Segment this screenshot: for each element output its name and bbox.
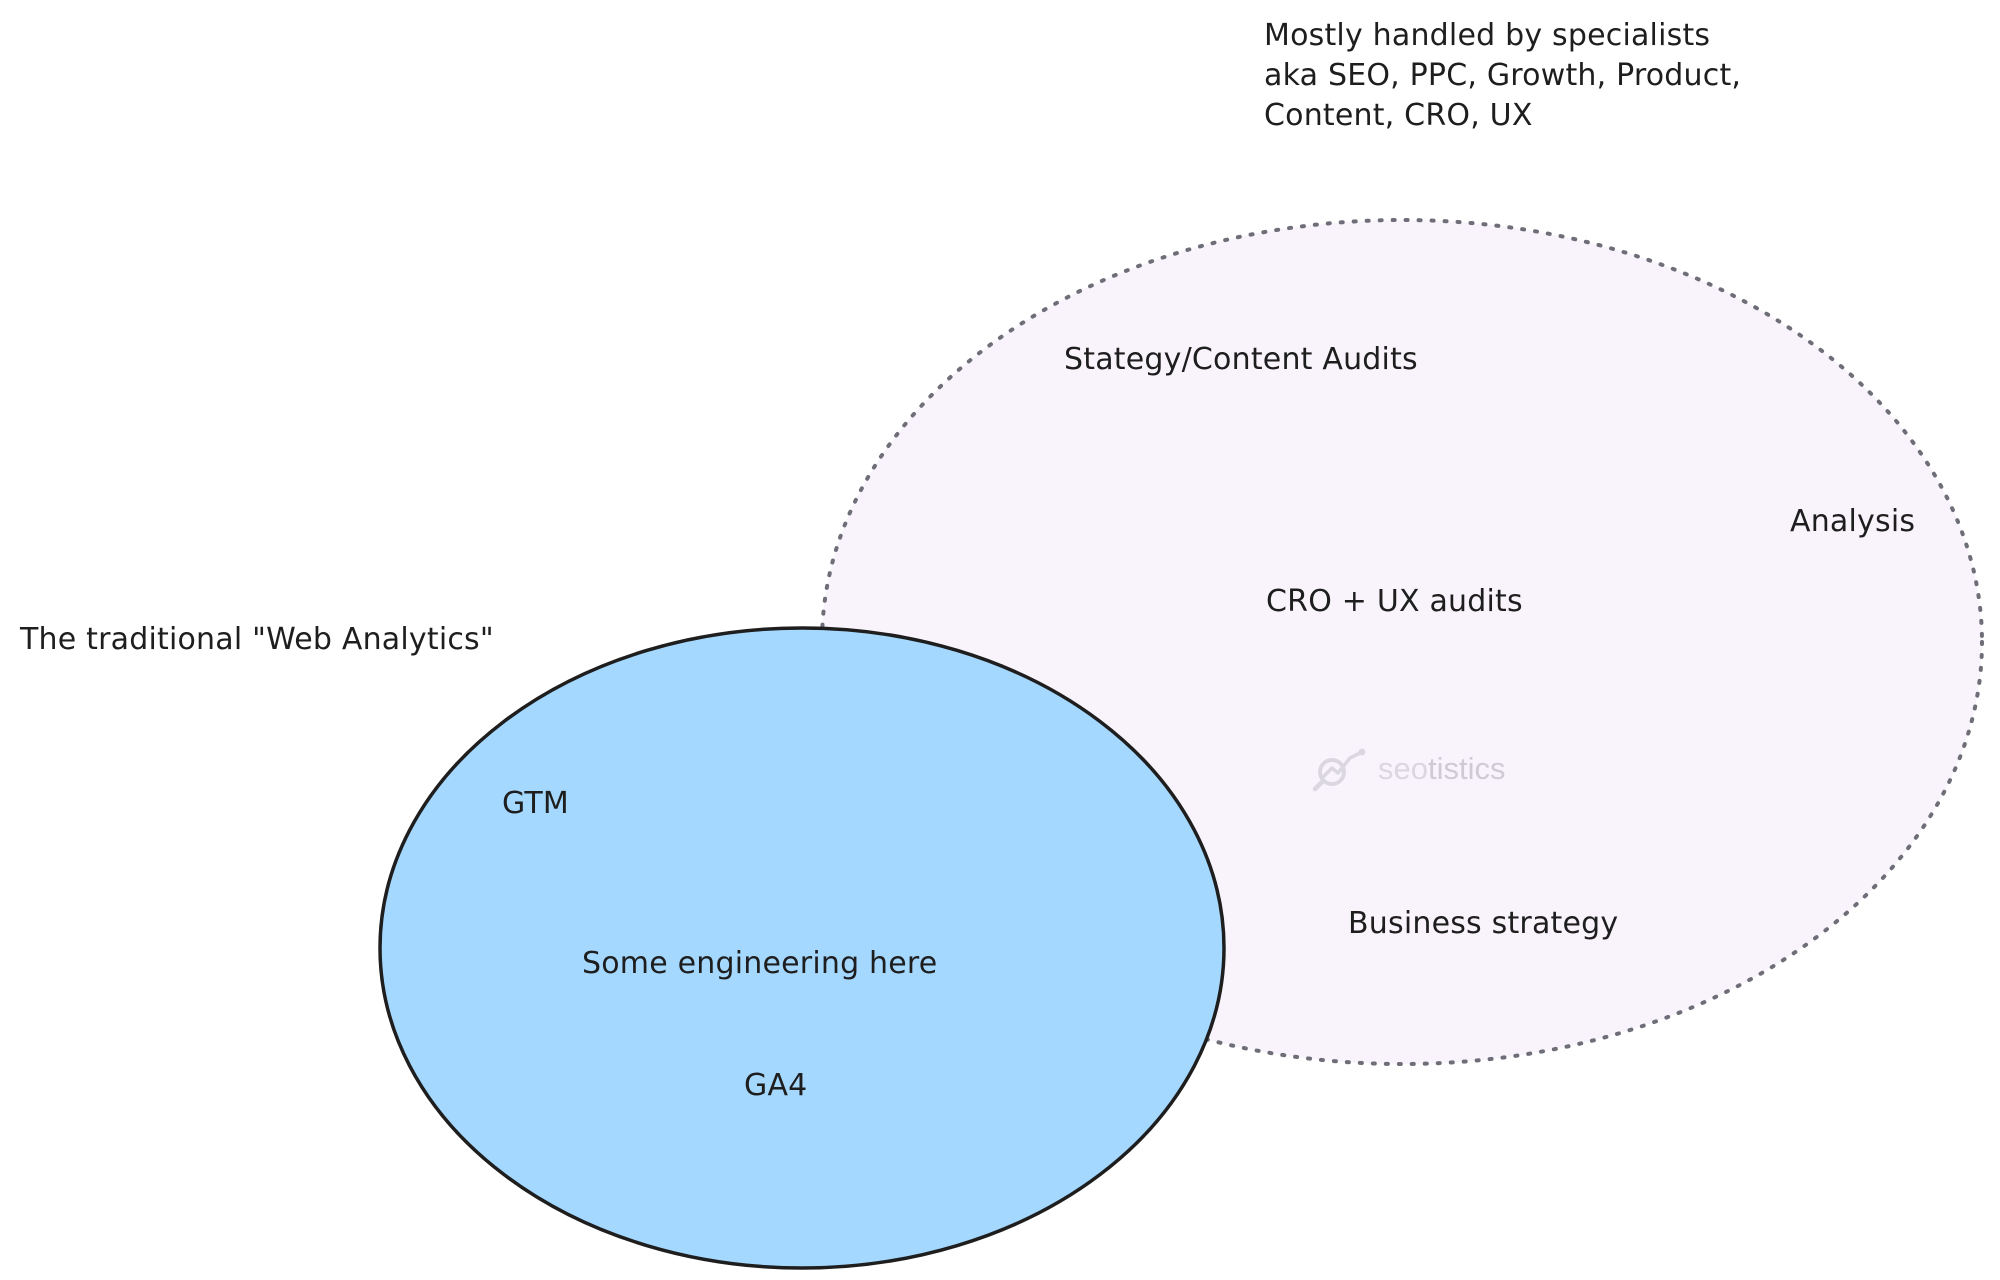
- analysis-label: Analysis: [1790, 504, 1916, 539]
- wordmark-suffix: tistics: [1427, 751, 1506, 786]
- seotistics-logo-icon: [1312, 748, 1366, 792]
- web-analytics-ellipse: [378, 626, 1226, 1270]
- strategy-content-audits-label: Stategy/Content Audits: [1064, 342, 1418, 377]
- seotistics-watermark: seotistics: [1312, 746, 1505, 792]
- business-strategy-label: Business strategy: [1348, 906, 1619, 941]
- wordmark-prefix: seo: [1378, 751, 1428, 786]
- cro-ux-audits-label: CRO + UX audits: [1266, 584, 1523, 619]
- traditional-web-analytics-label: The traditional "Web Analytics": [20, 622, 494, 657]
- engineering-label: Some engineering here: [582, 946, 938, 981]
- ga4-label: GA4: [744, 1068, 808, 1103]
- seotistics-wordmark: seotistics: [1378, 751, 1505, 787]
- specialists-note: Mostly handled by specialists aka SEO, P…: [1264, 18, 1742, 133]
- gtm-label: GTM: [502, 786, 569, 821]
